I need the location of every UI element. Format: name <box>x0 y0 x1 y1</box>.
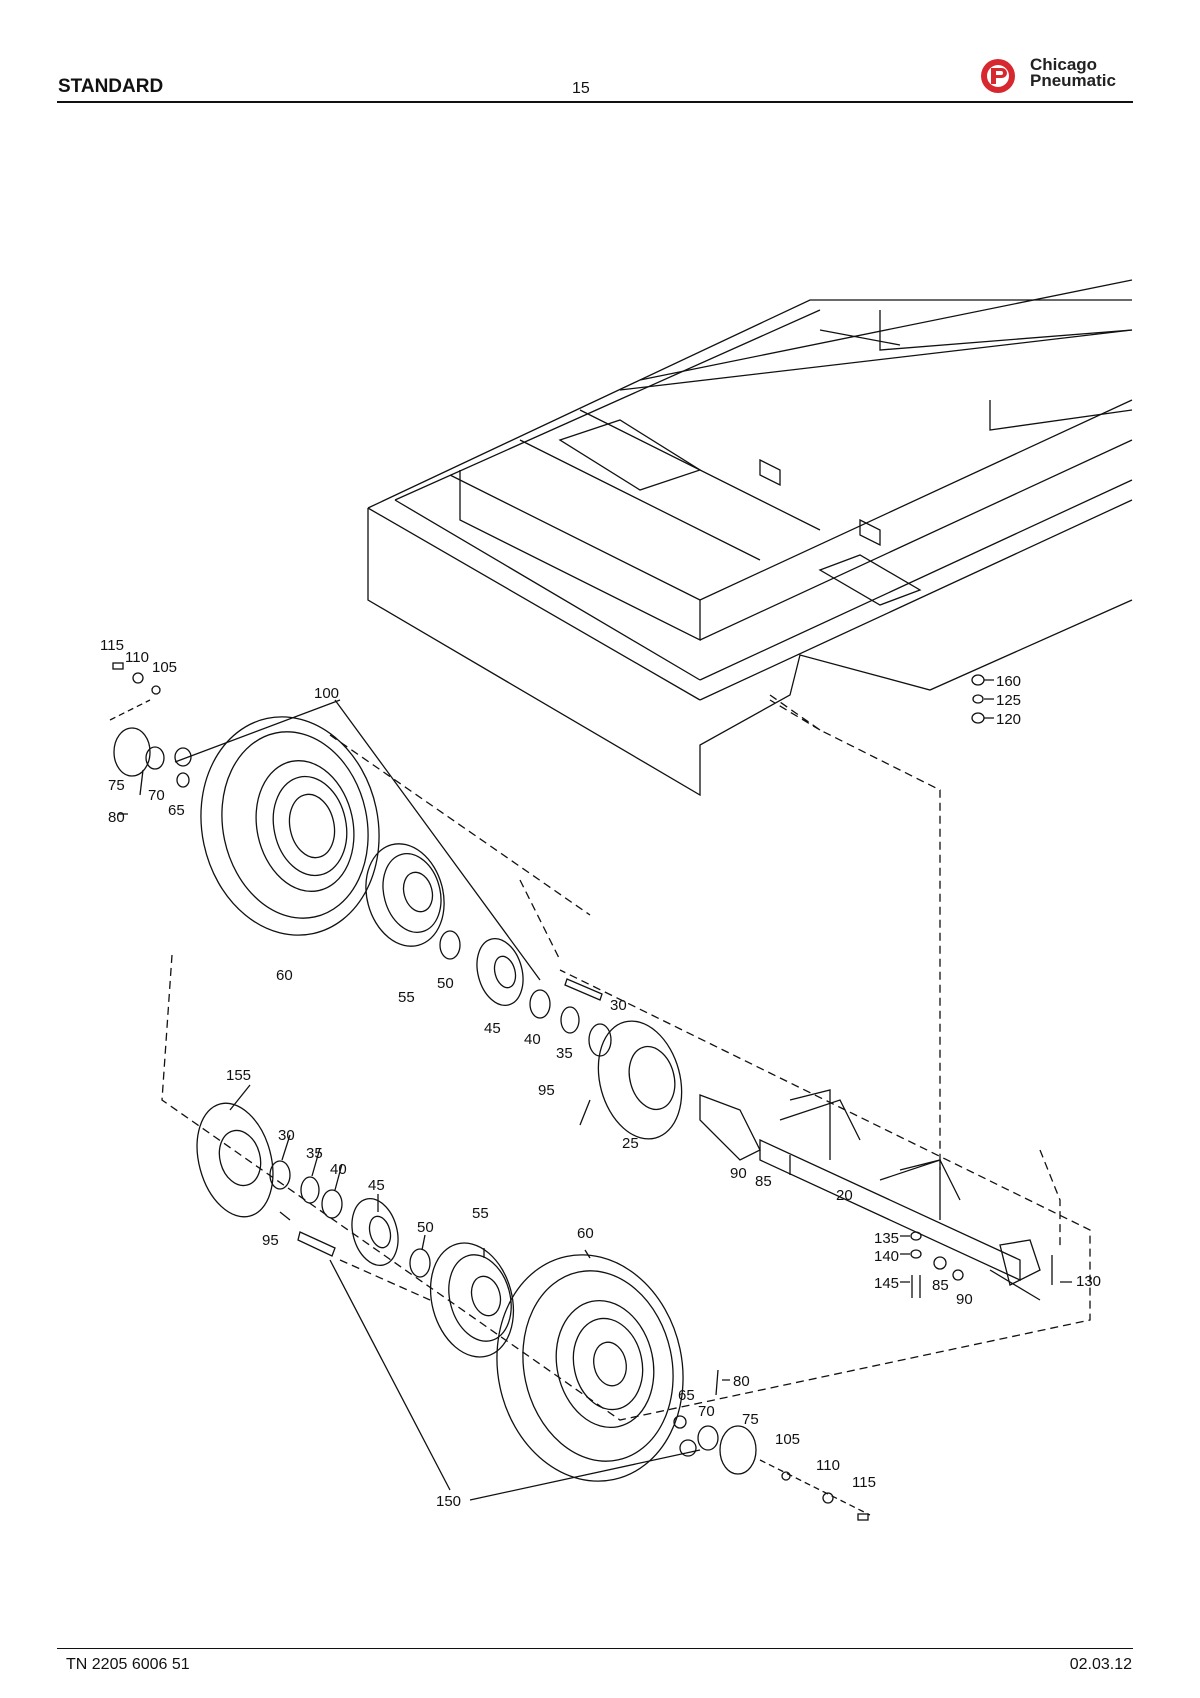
lower-drum-55 <box>429 1242 515 1358</box>
callout-label: 105 <box>152 659 177 676</box>
upper-stub-axle <box>699 1094 761 1161</box>
upper-hub-45 <box>476 938 524 1006</box>
upper-drum <box>365 843 445 947</box>
chassis-frame-outline <box>367 299 1133 797</box>
callout-label: 125 <box>996 692 1021 709</box>
callout-label: 80 <box>108 809 125 826</box>
callout-label: 95 <box>538 1082 555 1099</box>
callout-label: 115 <box>852 1474 876 1491</box>
upper-seal-30 <box>588 1023 612 1057</box>
header-rule <box>57 101 1133 103</box>
callout-label: 80 <box>733 1373 750 1390</box>
upper-bearing-40 <box>529 989 551 1019</box>
callout-label: 100 <box>314 685 339 702</box>
callout-label: 40 <box>524 1031 541 1048</box>
lower-hub-45 <box>351 1198 399 1266</box>
callout-label: 90 <box>956 1291 973 1308</box>
bottom-right-hardware <box>673 1369 871 1521</box>
top-left-hardware <box>109 662 192 796</box>
callout-label: 50 <box>417 1219 434 1236</box>
callout-label: 45 <box>484 1020 501 1037</box>
callout-label: 40 <box>330 1161 347 1178</box>
brand-logo-icon <box>981 59 1015 93</box>
callout-label: 30 <box>610 997 627 1014</box>
callout-label: 70 <box>148 787 165 804</box>
callout-label: 25 <box>622 1135 639 1152</box>
lower-tyre-60 <box>496 1254 684 1482</box>
page-title: STANDARD <box>58 76 164 97</box>
upper-bolt-icon <box>564 978 603 1001</box>
callout-label: 75 <box>108 777 125 794</box>
lower-ring-35 <box>300 1176 320 1204</box>
upper-ring-35 <box>560 1006 580 1034</box>
callout-label: 115 <box>100 637 124 654</box>
callout-labels: 115 110 105 100 75 70 65 80 60 55 50 45 … <box>100 637 1101 1510</box>
brand-line-2: Pneumatic <box>1030 71 1116 90</box>
callout-label: 110 <box>125 649 149 666</box>
callout-label: 120 <box>996 711 1021 728</box>
document-number: TN 2205 6006 51 <box>66 1656 190 1673</box>
right-hardware <box>910 674 1053 1298</box>
callout-label: 70 <box>698 1403 715 1420</box>
callout-label: 65 <box>678 1387 695 1404</box>
callout-label: 130 <box>1076 1273 1101 1290</box>
callout-label: 140 <box>874 1248 899 1265</box>
upper-backplate-25 <box>597 1020 683 1140</box>
callout-label: 55 <box>398 989 415 1006</box>
callout-label: 85 <box>755 1173 772 1190</box>
callout-label: 85 <box>932 1277 949 1294</box>
upper-tyre <box>200 716 380 936</box>
callout-label: 90 <box>730 1165 747 1182</box>
callout-label: 60 <box>276 967 293 984</box>
callout-label: 30 <box>278 1127 295 1144</box>
callout-label: 50 <box>437 975 454 992</box>
callout-label: 65 <box>168 802 185 819</box>
callout-label: 45 <box>368 1177 385 1194</box>
callout-label: 95 <box>262 1232 279 1249</box>
lower-bearing-40 <box>321 1189 343 1219</box>
page-number: 15 <box>572 80 590 97</box>
callout-label: 150 <box>436 1493 461 1510</box>
lower-seal-30 <box>269 1160 291 1190</box>
brand-line-1: Chicago <box>1030 55 1098 74</box>
callout-label: 145 <box>874 1275 899 1292</box>
callout-label: 105 <box>775 1431 800 1448</box>
callout-label: 110 <box>816 1457 840 1474</box>
upper-seal-50 <box>439 930 461 960</box>
document-date: 02.03.12 <box>1069 1656 1132 1673</box>
callout-label: 55 <box>472 1205 489 1222</box>
callout-label: 75 <box>742 1411 759 1428</box>
callout-label: 60 <box>577 1225 594 1242</box>
lower-seal-50 <box>409 1248 431 1278</box>
callout-label: 155 <box>226 1067 251 1084</box>
footer-rule <box>57 1648 1133 1649</box>
right-stub-axle <box>989 1239 1041 1301</box>
lower-backplate-155 <box>196 1102 274 1218</box>
callout-label: 35 <box>306 1145 323 1162</box>
brand-name: Chicago Pneumatic <box>1030 55 1116 90</box>
callout-label: 35 <box>556 1045 573 1062</box>
callout-label: 20 <box>836 1187 853 1204</box>
callout-label: 135 <box>874 1230 899 1247</box>
lower-bolt-icon <box>279 1211 336 1257</box>
callout-label: 160 <box>996 673 1021 690</box>
